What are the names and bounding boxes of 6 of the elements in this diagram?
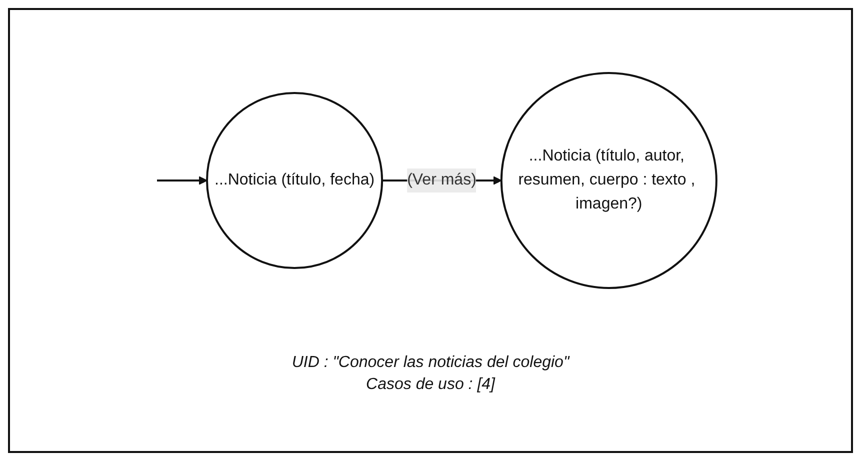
edge-label: (Ver más) bbox=[407, 171, 477, 188]
note-text: UID : "Conocer las noticias del colegio" bbox=[290, 354, 571, 372]
arrow bbox=[157, 176, 208, 184]
note-text: Casos de uso : [4] bbox=[365, 376, 496, 394]
node-circle: ...Noticia (título, autor, resumen, cuerpo : texto , imagen?) bbox=[500, 72, 718, 288]
node-circle: ...Noticia (título, fecha) bbox=[206, 91, 384, 269]
